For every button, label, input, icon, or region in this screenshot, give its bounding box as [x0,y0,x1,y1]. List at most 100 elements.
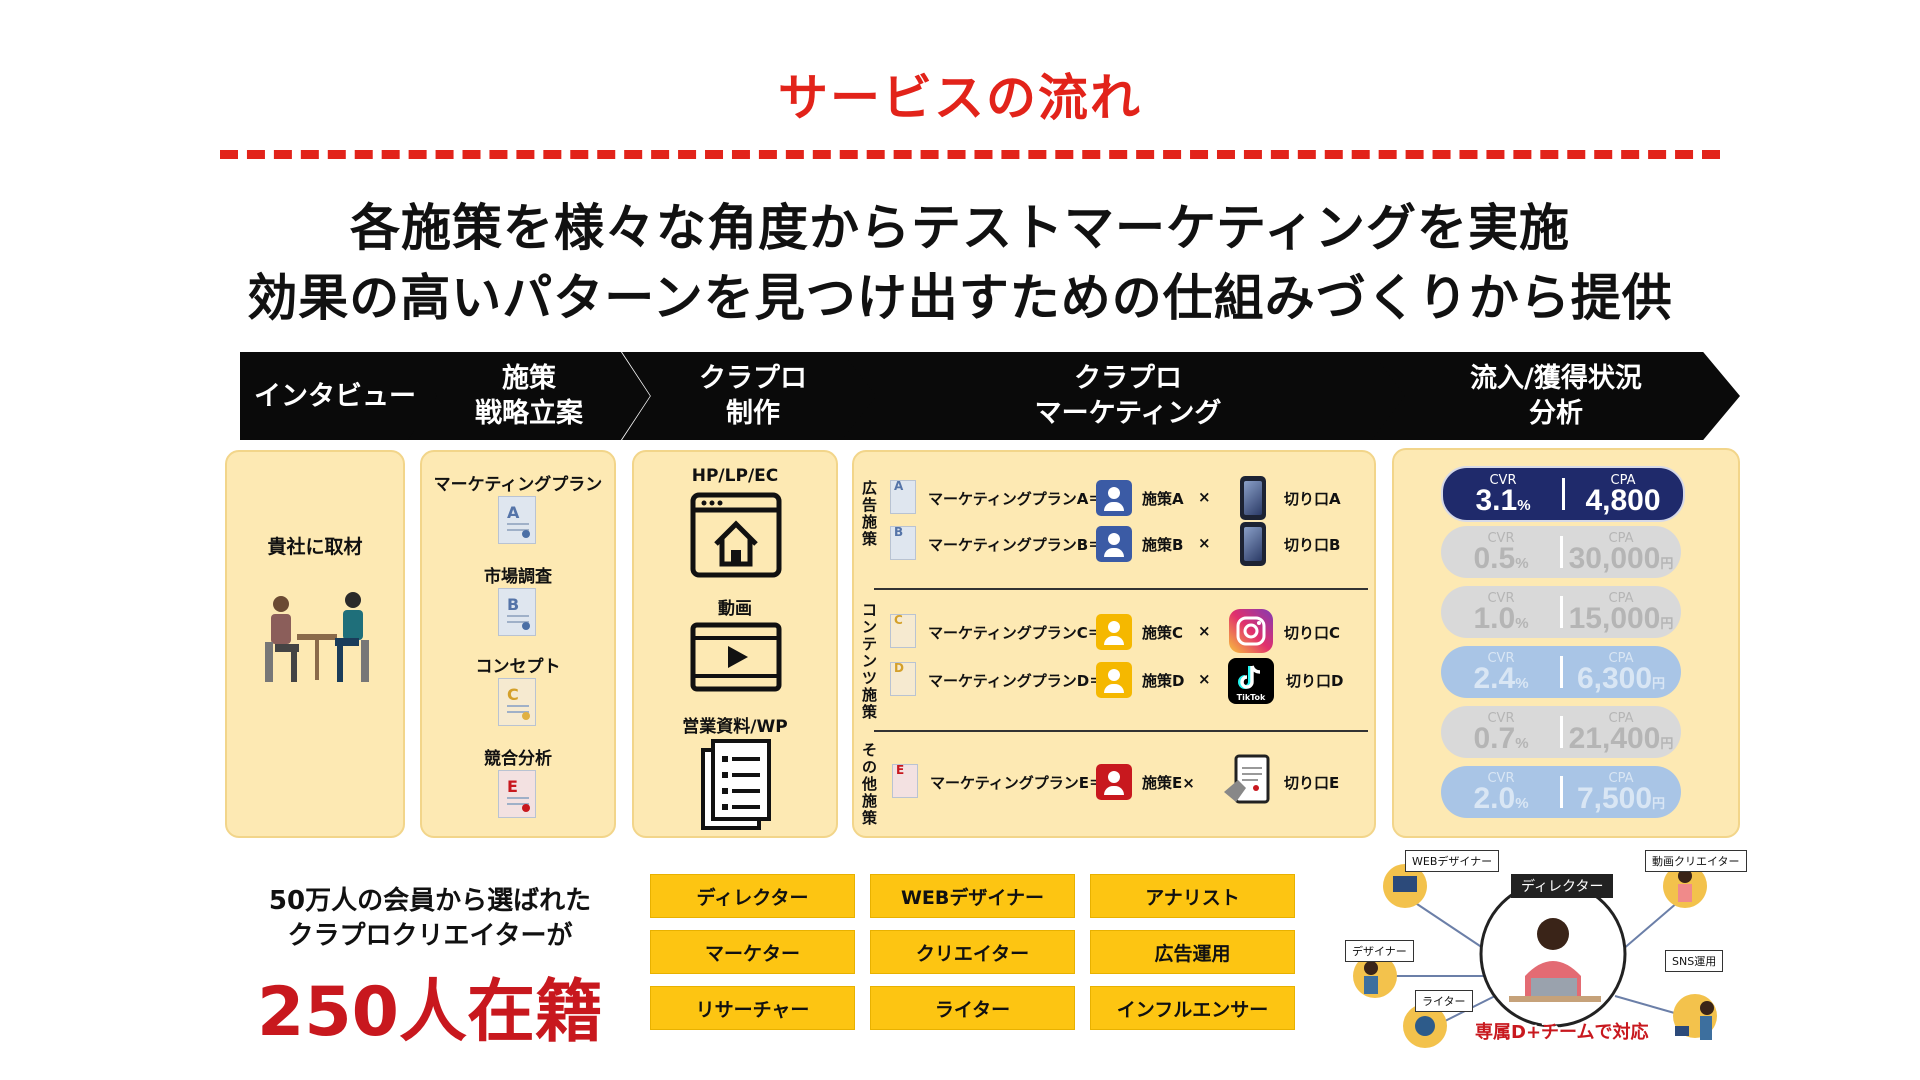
group-divider [874,730,1368,732]
meeting-illustration-icon [261,582,373,692]
production-item-label: 営業資料/WP [634,712,836,737]
person-icon [1096,764,1132,800]
marketing-panel: 広告施策 A マーケティングプランA＝ 施策A × 切り口A B マーケティング… [852,450,1376,838]
channel-label: 切り口D [1286,670,1343,691]
page-title: サービスの流れ [0,58,1920,130]
strategy-item-label: 競合分析 [422,744,614,769]
clipboard-icon [1222,752,1274,808]
analysis-row: CVR2.4%CPA6,300円 [1441,646,1681,698]
measure-label: 施策D [1142,670,1184,691]
cvr-unit: % [1515,675,1528,692]
cvr-value: 1.0% [1441,602,1561,636]
measure-label: 施策B [1142,534,1183,555]
cpa-value: 7,500円 [1561,782,1681,816]
channel-label: 切り口E [1284,772,1339,793]
measure-label: 施策A [1142,488,1184,509]
cpa-value: 30,000円 [1561,542,1681,576]
role-tag: ライター [870,986,1075,1030]
interview-label: 貴社に取材 [227,532,403,559]
person-icon [1096,662,1132,698]
team-member-label: WEBデザイナー [1405,850,1499,872]
headline-line-2: 効果の高いパターンを見つけ出すための仕組みづくりから提供 [0,258,1920,330]
document-icon: C [890,614,916,648]
cpa-value: 6,300円 [1561,662,1681,696]
cvr-value: 2.4% [1441,662,1561,696]
step-label: 制作 [726,396,780,431]
creators-line-1: 50万人の会員から選ばれた [210,880,650,917]
group-label: コンテンツ施策 [862,602,880,721]
document-icon: A [890,480,916,514]
cpa-cell: CPA6,300円 [1561,646,1681,698]
role-tag: WEBデザイナー [870,874,1075,918]
role-tag: アナリスト [1090,874,1295,918]
production-item-label: HP/LP/EC [634,466,836,486]
document-icon: C [498,678,536,726]
role-tag: 広告運用 [1090,930,1295,974]
team-diagram: ディレクター WEBデザイナー 動画クリエイター デザイナー ライター SNS運… [1335,846,1755,1066]
strategy-item-label: 市場調査 [422,562,614,587]
group-label: 広告施策 [862,480,880,548]
person-icon [1096,526,1132,562]
times-label: × [1198,488,1211,506]
cpa-value: 4,800 [1563,484,1683,518]
cvr-value: 3.1% [1443,484,1563,518]
cpa-unit: 円 [1660,556,1673,571]
document-icon [700,738,774,832]
channel-label: 切り口C [1284,622,1340,643]
person-icon [1096,480,1132,516]
cpa-unit: 円 [1660,736,1673,751]
plan-label: マーケティングプランA＝ [928,488,1103,509]
cpa-value: 21,400円 [1561,722,1681,756]
step-label: クラプロ [1074,361,1182,396]
production-panel: HP/LP/EC 動画 営業資料/WP [632,450,838,838]
interview-panel: 貴社に取材 [225,450,405,838]
cvr-value: 0.7% [1441,722,1561,756]
document-icon: B [890,526,916,560]
channel-label: 切り口A [1284,488,1341,509]
document-icon: B [498,588,536,636]
instagram-icon [1228,608,1274,654]
step-analysis: 流入/獲得状況 分析 [1372,352,1740,440]
plan-label: マーケティングプランE＝ [930,772,1104,793]
production-item-label: 動画 [634,594,836,619]
step-label: 戦略立案 [475,396,583,431]
cvr-value: 0.5% [1441,542,1561,576]
group-divider [874,588,1368,590]
role-tag: インフルエンサー [1090,986,1295,1030]
tiktok-badge: TikTok [1228,693,1274,702]
analysis-row: CVR0.5%CPA30,000円 [1441,526,1681,578]
document-icon: E [498,770,536,818]
cvr-unit: % [1515,795,1528,812]
step-label: 施策 [502,361,556,396]
role-tag: クリエイター [870,930,1075,974]
cvr-unit: % [1515,615,1528,632]
dashed-divider [220,150,1720,159]
cpa-value: 15,000円 [1561,602,1681,636]
plan-label: マーケティングプランB＝ [928,534,1103,555]
strategy-panel: マーケティングプラン A 市場調査 B コンセプト C 競合分析 E [420,450,616,838]
cvr-unit: % [1517,497,1530,514]
cvr-value: 2.0% [1441,782,1561,816]
cvr-unit: % [1515,735,1528,752]
creators-count: 250人在籍 [210,956,650,1055]
cvr-cell: CVR2.0% [1441,766,1561,818]
team-caption: 専属D+チームで対応 [1475,1018,1648,1044]
measure-label: 施策C [1142,622,1183,643]
tiktok-icon: TikTok [1228,658,1274,704]
measure-label: 施策E× [1142,772,1195,793]
document-icon: D [890,662,916,696]
step-label: 流入/獲得状況 [1470,361,1642,396]
times-label: × [1198,622,1211,640]
cvr-cell: CVR1.0% [1441,586,1561,638]
analysis-row: CVR0.7%CPA21,400円 [1441,706,1681,758]
